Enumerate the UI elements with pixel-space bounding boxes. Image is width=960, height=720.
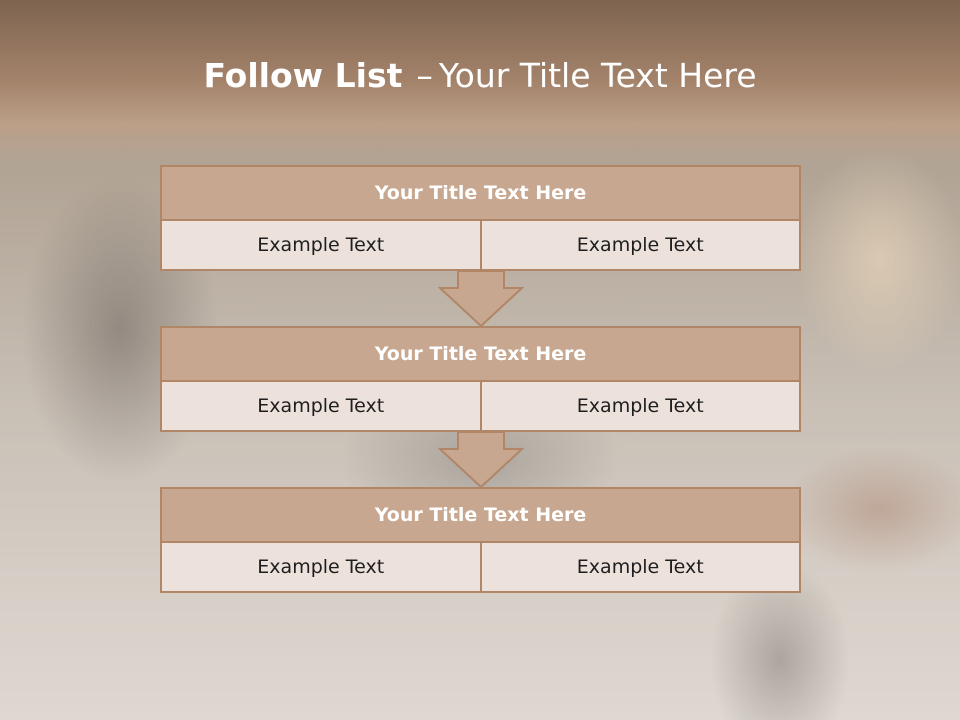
step-cell-right: Example Text: [479, 543, 800, 591]
step-header: Your Title Text Here: [160, 165, 801, 221]
step-cell-left: Example Text: [257, 234, 385, 256]
step-row: Example Text Example Text: [160, 221, 801, 271]
step-row: Example Text Example Text: [160, 382, 801, 432]
slide-title: Follow List–Your Title Text Here: [0, 54, 960, 98]
step-header: Your Title Text Here: [160, 487, 801, 543]
step-cell-left: Example Text: [257, 556, 385, 578]
step-block-1: Your Title Text Here Example Text Exampl…: [160, 165, 801, 271]
title-band: [0, 0, 960, 160]
slide-title-dash: –: [416, 56, 433, 95]
step-cell-left: Example Text: [257, 395, 385, 417]
step-block-3: Your Title Text Here Example Text Exampl…: [160, 487, 801, 593]
step-cell-right: Example Text: [479, 221, 800, 269]
down-arrow-icon: [438, 270, 524, 328]
down-arrow-icon: [438, 431, 524, 489]
step-block-2: Your Title Text Here Example Text Exampl…: [160, 326, 801, 432]
step-row: Example Text Example Text: [160, 543, 801, 593]
step-cell-right: Example Text: [479, 382, 800, 430]
step-header: Your Title Text Here: [160, 326, 801, 382]
slide-title-bold: Follow List: [203, 56, 403, 95]
slide-title-rest: Your Title Text Here: [438, 56, 757, 95]
